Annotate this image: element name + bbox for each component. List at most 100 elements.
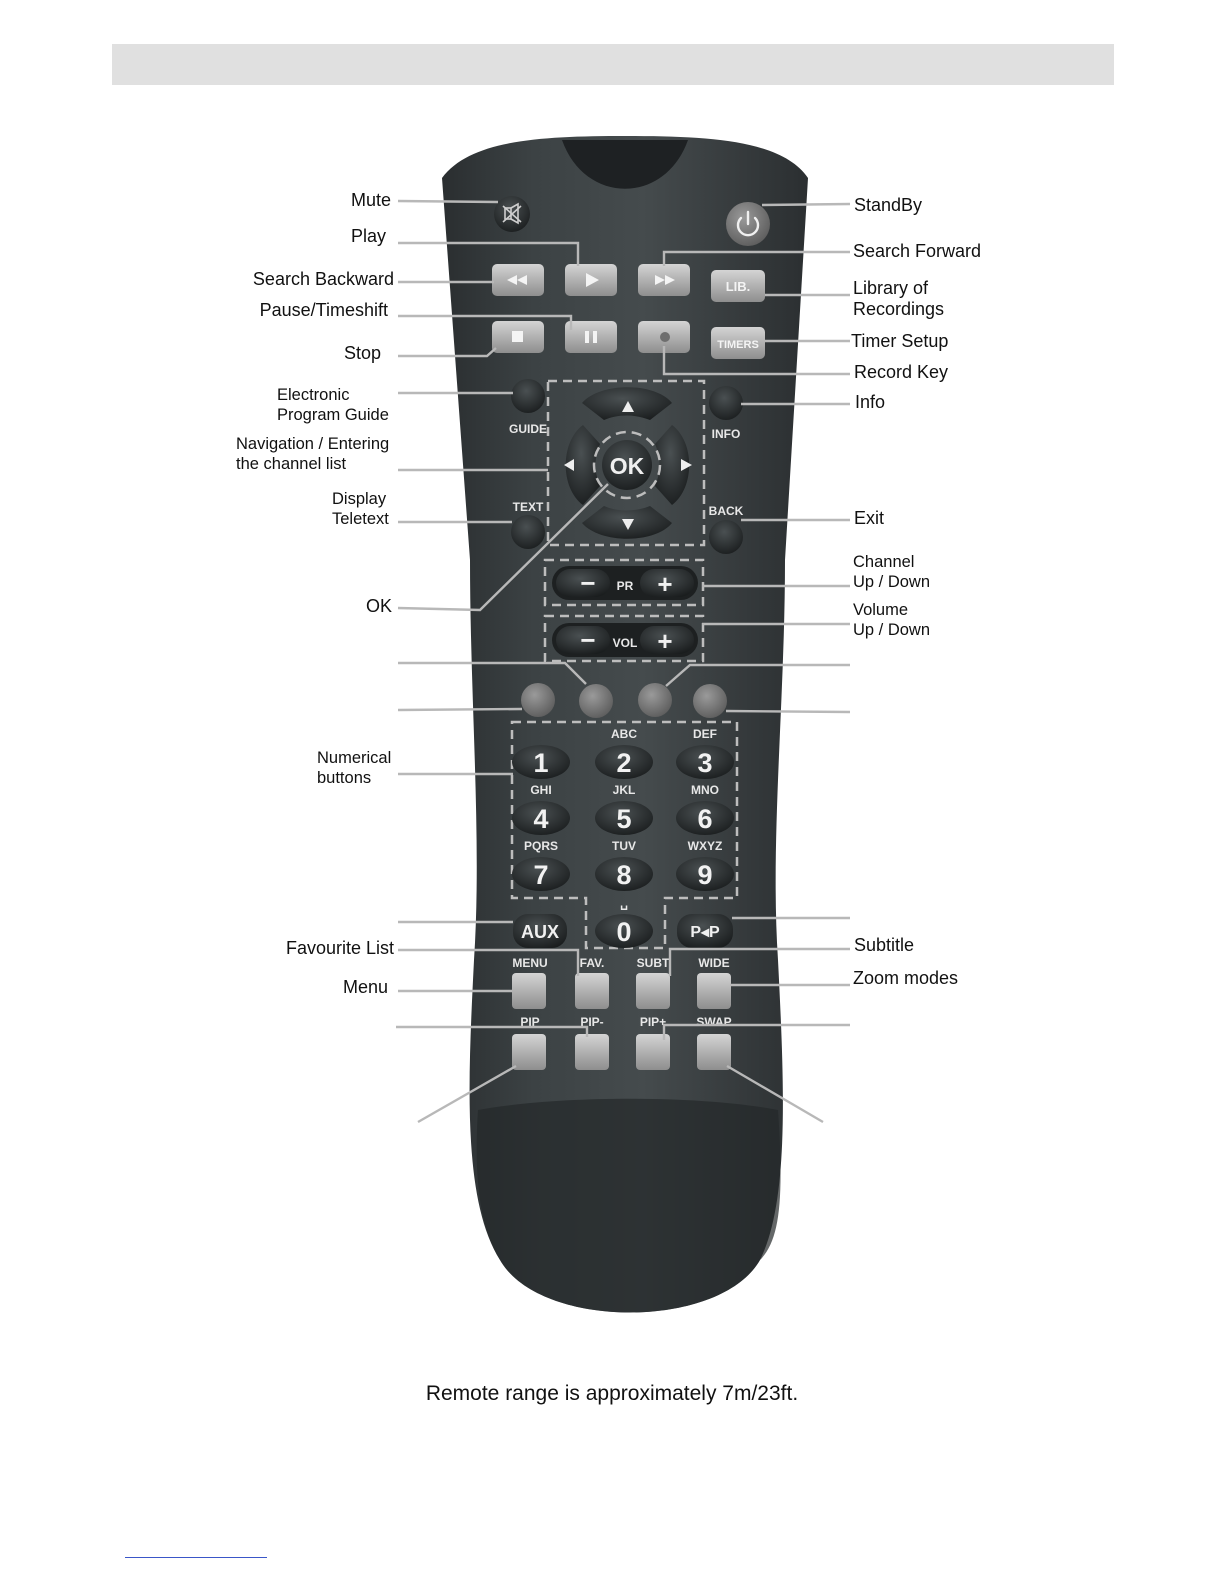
- channel-up-button[interactable]: [640, 569, 694, 597]
- text-key-label: TEXT: [513, 500, 544, 514]
- colour-button-2[interactable]: [579, 684, 613, 718]
- subtitle-button[interactable]: [636, 973, 670, 1009]
- aux-key-label: AUX: [521, 922, 559, 942]
- leader-pip-plus: [662, 1023, 850, 1040]
- callout-subtitle: Subtitle: [854, 935, 915, 955]
- power-icon: [736, 210, 760, 237]
- swap-button[interactable]: [697, 1034, 731, 1070]
- leader-record: [662, 346, 850, 376]
- number-5-letters: JKL: [613, 783, 636, 797]
- wide-button[interactable]: [697, 973, 731, 1009]
- callout-numerical: Numerical buttons: [317, 749, 392, 787]
- volume-rocker[interactable]: − VOL +: [552, 623, 698, 657]
- callout-info: Info: [855, 392, 886, 412]
- pp-key-label: P◂P: [690, 924, 720, 941]
- number-5-button[interactable]: 5: [595, 801, 653, 835]
- callout-search-backward: Search Backward: [252, 269, 394, 289]
- nav-up-button[interactable]: [582, 387, 672, 420]
- guide-button[interactable]: [511, 379, 545, 413]
- search-forward-button[interactable]: [638, 264, 690, 296]
- number-1-digit: 1: [533, 748, 548, 778]
- record-icon: [660, 332, 670, 342]
- number-4-letters: GHI: [530, 783, 551, 797]
- pip-plus-key-label: PIP+: [640, 1015, 666, 1029]
- timers-button[interactable]: TIMERS: [711, 327, 765, 359]
- callout-favourite: Favourite List: [285, 938, 394, 958]
- number-9-button[interactable]: 9: [676, 857, 734, 891]
- nav-down-button[interactable]: [582, 506, 672, 539]
- vol-key-label: VOL: [613, 636, 638, 650]
- pip-button[interactable]: [512, 1034, 546, 1070]
- number-9-digit: 9: [697, 860, 712, 890]
- channel-rocker[interactable]: − PR +: [552, 566, 698, 600]
- leader-pause: [398, 314, 573, 330]
- right-arrow-icon: [681, 459, 692, 471]
- menu-key-label: MENU: [512, 956, 547, 970]
- left-arrow-icon: [564, 459, 574, 471]
- number-6-letters: MNO: [691, 783, 719, 797]
- nav-right-button[interactable]: [655, 425, 692, 505]
- volume-down-button[interactable]: [556, 626, 610, 654]
- mute-button[interactable]: [494, 196, 530, 232]
- timers-key-label: TIMERS: [717, 339, 759, 351]
- play-icon: [586, 273, 599, 287]
- number-8-button[interactable]: 8: [595, 857, 653, 891]
- colour-button-1[interactable]: [521, 683, 555, 717]
- ok-dashed-ring: [592, 430, 662, 500]
- back-button[interactable]: [709, 520, 743, 554]
- info-key-label: INFO: [712, 427, 741, 441]
- leader-play: [398, 241, 580, 266]
- number-4-button[interactable]: 4: [512, 801, 570, 835]
- standby-button[interactable]: [726, 202, 770, 246]
- number-0-button[interactable]: 0: [595, 914, 653, 948]
- remote-bottom-shade: [476, 1098, 781, 1313]
- leader-swap: [726, 1064, 824, 1124]
- menu-button[interactable]: [512, 973, 546, 1009]
- channel-down-button[interactable]: [556, 569, 610, 597]
- plus-icon: +: [657, 626, 672, 656]
- pause-button[interactable]: [565, 321, 617, 353]
- pip-minus-button[interactable]: [575, 1034, 609, 1070]
- leader-colour-2: [397, 707, 523, 712]
- pip-plus-button[interactable]: [636, 1034, 670, 1070]
- colour-button-3[interactable]: [638, 683, 672, 717]
- callout-epg: Electronic Program Guide: [277, 386, 389, 424]
- footer-link-rule: [125, 1557, 267, 1558]
- play-button[interactable]: [565, 264, 617, 296]
- fast-forward-icon: [655, 275, 675, 285]
- nav-left-button[interactable]: [564, 425, 600, 505]
- ok-button[interactable]: OK: [602, 440, 652, 490]
- guide-key-label: GUIDE: [509, 422, 547, 436]
- number-7-button[interactable]: 7: [512, 857, 570, 891]
- aux-button[interactable]: AUX: [513, 914, 567, 948]
- leader-colour-1: [398, 661, 587, 685]
- mute-icon: [502, 202, 522, 225]
- number-3-digit: 3: [697, 748, 712, 778]
- callout-record: Record Key: [854, 362, 949, 382]
- info-button[interactable]: [709, 386, 743, 420]
- leader-colour-4: [725, 709, 851, 714]
- search-backward-button[interactable]: [492, 264, 544, 296]
- callout-pause: Pause/Timeshift: [259, 300, 388, 320]
- callout-navigation: Navigation / Entering the channel list: [236, 435, 390, 473]
- colour-button-4[interactable]: [693, 684, 727, 718]
- fav-button[interactable]: [575, 973, 609, 1009]
- volume-up-button[interactable]: [640, 626, 694, 654]
- pp-button[interactable]: P◂P: [677, 914, 733, 948]
- stop-button[interactable]: [492, 321, 544, 353]
- number-2-button[interactable]: 2: [595, 745, 653, 779]
- number-2-digit: 2: [616, 748, 631, 778]
- number-1-button[interactable]: 1: [512, 745, 570, 779]
- leader-ok: [397, 483, 609, 612]
- number-9-letters: WXYZ: [688, 839, 723, 853]
- record-button[interactable]: [638, 321, 690, 353]
- callout-stop: Stop: [343, 343, 381, 363]
- callout-ok: OK: [365, 596, 392, 616]
- number-2-letters: ABC: [611, 727, 637, 741]
- number-3-button[interactable]: 3: [676, 745, 734, 779]
- library-button[interactable]: LIB.: [711, 270, 765, 302]
- teletext-button[interactable]: [511, 515, 545, 549]
- number-6-button[interactable]: 6: [676, 801, 734, 835]
- leader-search-forward: [662, 250, 850, 266]
- leader-pip: [417, 1064, 517, 1124]
